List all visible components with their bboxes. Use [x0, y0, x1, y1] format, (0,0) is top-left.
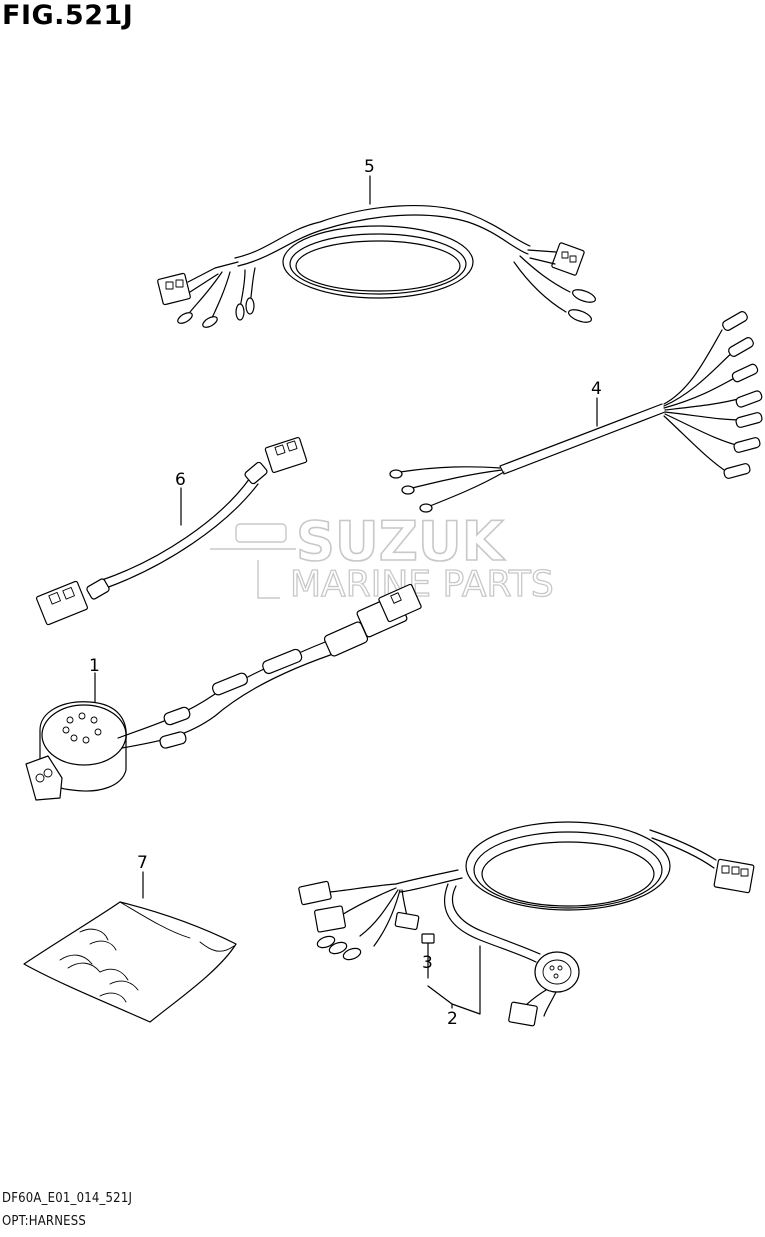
figure-name: OPT:HARNESS: [2, 1214, 87, 1229]
callout-5: 5: [364, 157, 375, 177]
figure-title: FIG.521J: [2, 0, 134, 31]
watermark: SUZUK MARINE PARTS: [210, 509, 554, 606]
callout-6: 6: [175, 470, 186, 490]
part-4-harness-drawing: [389, 311, 763, 513]
callout-7: 7: [137, 853, 148, 873]
callout-1: 1: [89, 656, 100, 676]
figure-code: DF60A_E01_014_521J: [2, 1191, 133, 1206]
callout-4: 4: [591, 379, 602, 399]
watermark-brand: SUZUK: [296, 510, 506, 573]
callout-2: 2: [447, 1009, 458, 1029]
part-6-harness-drawing: [35, 436, 308, 626]
part-7-bag-drawing: [23, 871, 237, 1023]
part-1-buzzer-drawing: [25, 583, 422, 801]
watermark-subtitle: MARINE PARTS: [290, 564, 554, 605]
watermark-logo-icon: [210, 523, 296, 599]
part-5-harness-drawing: [157, 175, 597, 328]
part-2-harness-drawing: [298, 821, 755, 1027]
callout-3: 3: [422, 953, 433, 973]
